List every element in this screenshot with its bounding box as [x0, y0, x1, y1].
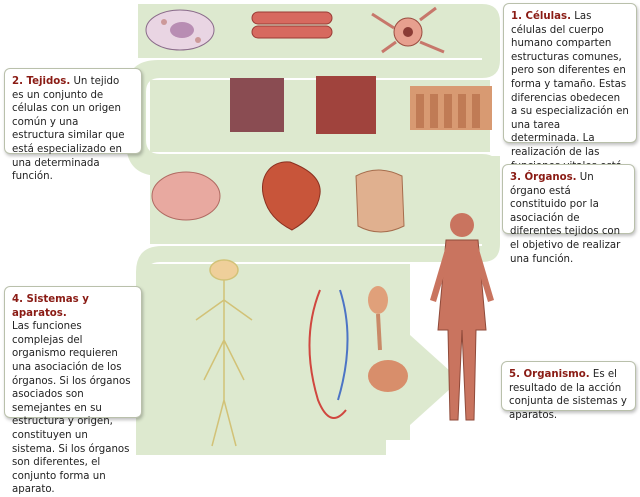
levels-of-organization-figure: 1. Células. Las células del cuerpo human… — [4, 3, 637, 495]
organ-intestine — [355, 169, 405, 233]
card-sistemas-body: Las funciones complejas del organismo re… — [12, 321, 131, 496]
card-celulas: 1. Células. Las células del cuerpo human… — [503, 3, 637, 212]
card-tejidos: 2. Tejidos. Un tejido es un conjunto de … — [4, 68, 142, 182]
card-organismo: 5. Organismo. Es el resultado de la acci… — [501, 361, 636, 421]
cell-neuron — [371, 6, 445, 54]
cell-round — [145, 9, 215, 51]
tissue-connective — [230, 78, 284, 132]
card-tejidos-body: Un tejido es un conjunto de células con … — [12, 76, 125, 183]
system-circulatory — [308, 289, 349, 419]
green-band-systems — [146, 264, 410, 440]
organ-heart — [262, 161, 321, 231]
green-arrow-head — [410, 335, 460, 425]
illustration — [126, 4, 500, 455]
card-organos-title: 3. Órganos. — [510, 172, 577, 183]
cell-muscle-fiber — [251, 11, 333, 39]
card-tejidos-title: 2. Tejidos. — [12, 76, 71, 87]
system-nervous — [195, 259, 253, 447]
system-digestive — [368, 286, 408, 392]
card-sistemas-title: 4. Sistemas y aparatos. — [12, 294, 89, 319]
card-organos: 3. Órganos. Un órgano está constituido p… — [502, 164, 635, 265]
card-celulas-title: 1. Células. — [511, 11, 571, 22]
card-organismo-title: 5. Organismo. — [509, 369, 590, 380]
organ-brain — [151, 171, 221, 221]
tissue-epithelial — [410, 86, 492, 130]
card-organismo-body: Es el resultado de la acción conjunta de… — [509, 369, 627, 421]
tissue-muscle — [316, 76, 376, 134]
card-organos-body: Un órgano está constituido por la asocia… — [510, 172, 621, 265]
card-sistemas: 4. Sistemas y aparatos.Las funciones com… — [4, 286, 142, 495]
organism-body — [430, 213, 494, 421]
green-band-organs — [150, 156, 500, 244]
